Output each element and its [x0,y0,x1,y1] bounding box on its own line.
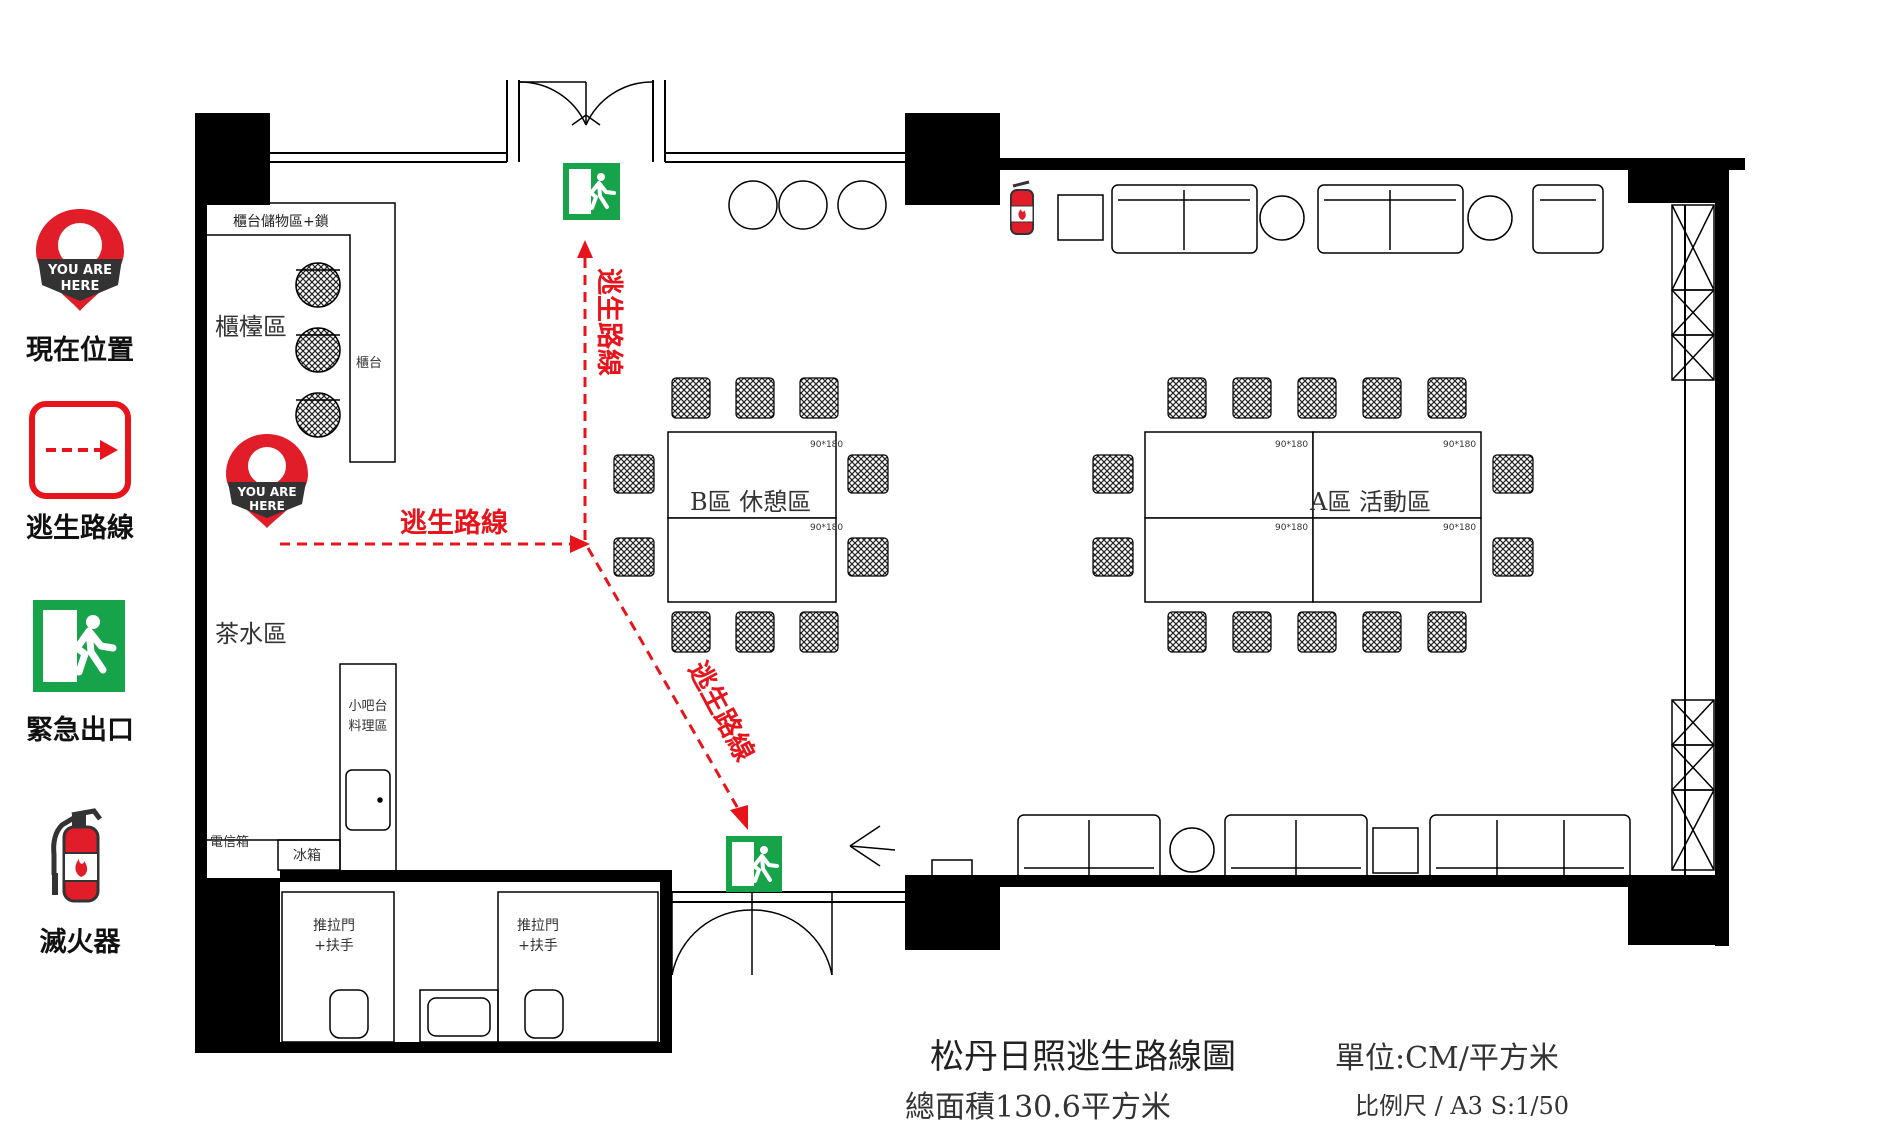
plan-pin-line2: HERE [249,499,285,513]
plan-location-pin-icon: YOU ARE HERE [226,434,308,528]
walls [195,113,1745,1053]
fridge-label: 冰箱 [293,848,321,864]
legend-pin-line2: HERE [61,279,100,294]
counter-storage-label: 櫃台儲物區+鎖 [233,214,329,230]
legend-fire-extinguisher-icon [51,808,102,903]
window-walls [270,80,1686,903]
plan-title: 松丹日照逃生路線圖 [930,1037,1236,1077]
route-label-diagonal: 逃生路線 [682,656,761,766]
table-a4-size: 90*180 [1443,523,1476,533]
tea-area-label: 茶水區 [215,620,287,648]
legend-route-label: 逃生路線 [26,513,134,544]
mini-bar-label-1: 小吧台 [348,699,387,714]
counter-area-label: 櫃檯區 [215,313,287,341]
restroom1-door-line2: +扶手 [314,938,354,954]
restroom1-door-line1: 推拉門 [313,918,355,934]
route-arrow-up [577,240,593,258]
legend-route-arrow-icon [29,401,131,499]
route-arrow-down [730,805,748,830]
table-b2-size: 90*180 [810,523,843,533]
sofas [728,180,1631,884]
route-label-vertical: 逃生路線 [593,268,625,376]
plan-pin-line1: YOU ARE [236,485,296,499]
mini-bar [207,663,397,873]
restroom2-door-line2: +扶手 [518,938,558,954]
table-a1-size: 90*180 [1275,440,1308,450]
restrooms [281,891,659,1043]
table-a2-size: 90*180 [1443,440,1476,450]
counter-furniture [207,202,396,463]
plan-exit-sign-top-icon [563,163,620,220]
right-cabinets [1671,204,1715,871]
restroom2-door-line1: 推拉門 [517,918,559,934]
zone-b-label: B區 休憩區 [690,488,811,516]
chairs [613,377,1534,653]
scale-label: 比例尺 / A3 S:1/50 [1355,1092,1569,1120]
legend-pin-line1: YOU ARE [47,263,112,278]
mini-bar-label-2: 料理區 [348,719,387,734]
bottom-door [671,892,833,976]
route-arrow-right [570,535,590,553]
zone-a-tables [1144,431,1482,603]
legend-exit-label: 緊急出口 [26,715,134,746]
table-a3-size: 90*180 [1275,523,1308,533]
route-label-horizontal: 逃生路線 [400,507,508,539]
zone-b-tables [667,431,837,603]
legend-location-label: 現在位置 [26,335,134,366]
zone-a-label: A區 活動區 [1309,488,1431,516]
weak-box-label: 電信箱 [210,834,249,850]
plan-fire-extinguisher-icon [1010,180,1034,235]
top-door [518,81,654,126]
total-area: 總面積130.6平方米 [905,1090,1171,1125]
legend-location-pin-icon: YOU ARE HERE [36,209,124,311]
unit-label: 單位:CM/平方米 [1335,1041,1559,1076]
plan-exit-sign-bottom-icon [726,836,782,892]
escape-route-lines [280,252,742,813]
counter-label: 櫃台 [356,356,382,371]
table-b1-size: 90*180 [810,440,843,450]
legend-extinguisher-label: 滅火器 [39,927,121,958]
legend-exit-icon [33,600,125,692]
